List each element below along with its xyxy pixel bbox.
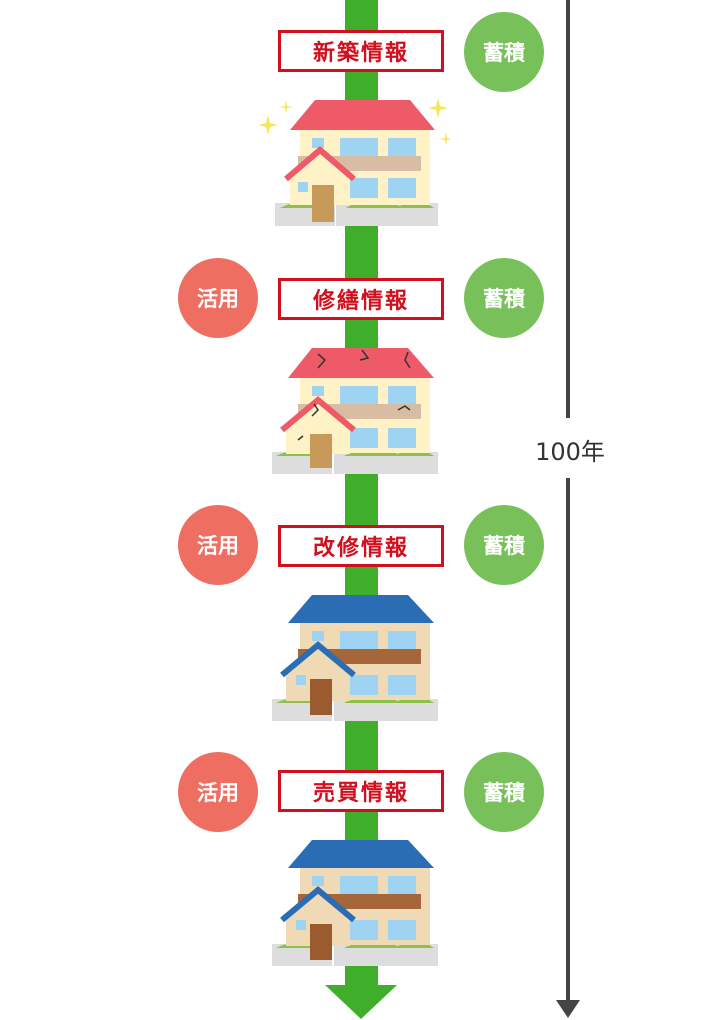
stage-label-renovation: 改修情報	[278, 525, 444, 567]
accumulate-badge: 蓄積	[464, 12, 544, 92]
house-damaged-icon	[272, 348, 438, 474]
timeline-line-upper	[566, 0, 570, 418]
stage-label-sale: 売買情報	[278, 770, 444, 812]
timeline-line-lower	[566, 478, 570, 1002]
timeline-arrow-head	[556, 1000, 580, 1018]
accumulate-badge: 蓄積	[464, 505, 544, 585]
stage-label-repair: 修繕情報	[278, 278, 444, 320]
accumulate-badge: 蓄積	[464, 752, 544, 832]
use-badge: 活用	[178, 752, 258, 832]
house-sale-icon	[272, 840, 438, 966]
house-new-icon	[258, 98, 450, 226]
house-renovated-icon	[272, 595, 438, 721]
timeline-label: 100年	[535, 438, 605, 466]
stage-label-new: 新築情報	[278, 30, 444, 72]
accumulate-badge: 蓄積	[464, 258, 544, 338]
use-badge: 活用	[178, 505, 258, 585]
use-badge: 活用	[178, 258, 258, 338]
flow-arrow-head	[325, 985, 397, 1019]
